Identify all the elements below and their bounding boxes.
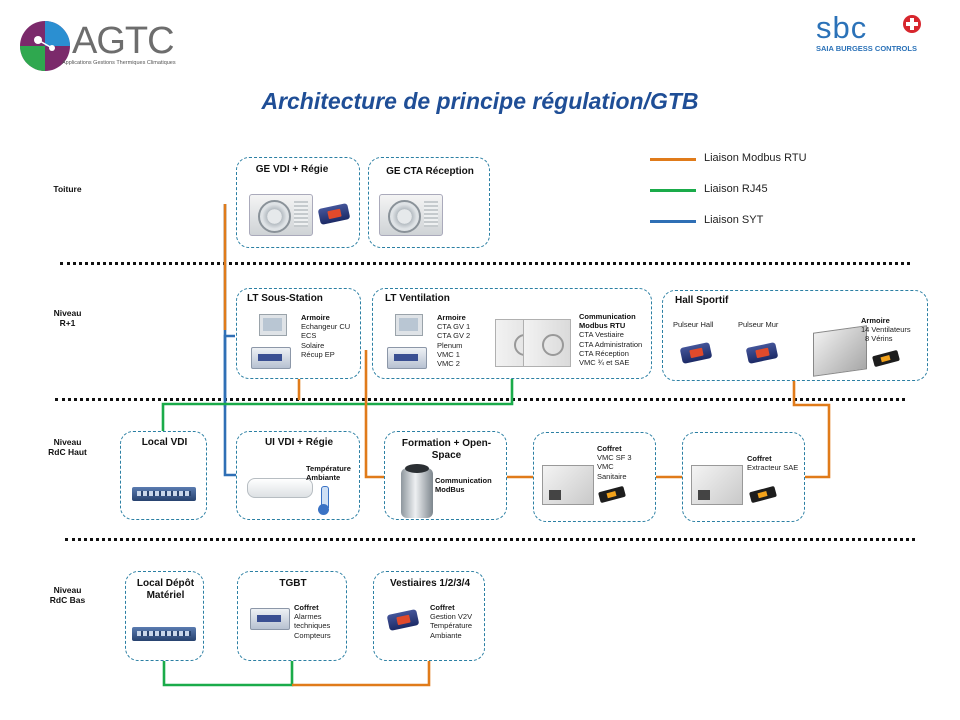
controller-icon bbox=[386, 609, 420, 631]
box-title: Vestiaires 1/2/3/4 bbox=[389, 578, 471, 589]
indoor-unit-icon bbox=[247, 478, 313, 498]
equipment-label: Coffret Alarmes techniques Compteurs bbox=[294, 603, 331, 640]
box-hall-sportif: Hall Sportif Pulseur Hall Pulseur Mur Ar… bbox=[662, 290, 928, 381]
temperature-label: Température Ambiante bbox=[306, 464, 351, 483]
page-title: Architecture de principe régulation/GTB bbox=[261, 88, 699, 114]
controller-module-icon bbox=[250, 608, 290, 630]
equipment-label: Coffret VMC SF 3 VMC Sanitaire bbox=[597, 444, 632, 481]
communication-label: Communication Modbus RTU CTA Vestiaire C… bbox=[579, 312, 643, 368]
box-title: GE VDI + Régie bbox=[255, 164, 329, 175]
legend-label-rj45: Liaison RJ45 bbox=[704, 183, 768, 195]
box-tgbt: TGBT Coffret Alarmes techniques Compteur… bbox=[237, 571, 347, 661]
actuator-icon bbox=[749, 485, 777, 504]
extractor-unit-icon bbox=[691, 465, 743, 505]
modbus-link bbox=[292, 661, 431, 687]
box-lt-ventilation: LT Ventilation Armoire CTA GV 1 CTA GV 2… bbox=[372, 288, 652, 379]
legend-label-modbus: Liaison Modbus RTU bbox=[704, 152, 807, 164]
controller-module-icon bbox=[387, 347, 427, 369]
controller-icon bbox=[679, 342, 713, 364]
agtc-logo-name: AGTC bbox=[72, 20, 175, 62]
sbc-logo: sbc SAIA BURGESS CONTROLS bbox=[810, 10, 950, 58]
actuator-icon bbox=[872, 349, 900, 368]
box-title: UI VDI + Régie bbox=[264, 437, 334, 448]
box-title: Local VDI bbox=[141, 437, 188, 448]
level-separator bbox=[55, 398, 905, 401]
box-ge-vdi: GE VDI + Régie bbox=[236, 157, 360, 248]
agtc-logo-mark-icon bbox=[20, 21, 70, 71]
equipment-label: Armoire Echangeur CU ECS Solaire Récup E… bbox=[301, 313, 351, 359]
fan-unit-icon bbox=[813, 325, 867, 377]
pulseur-mur-label: Pulseur Mur bbox=[738, 320, 779, 329]
legend-line-modbus bbox=[650, 158, 696, 161]
touch-panel-icon bbox=[395, 314, 423, 336]
sbc-logo-tagline: SAIA BURGESS CONTROLS bbox=[816, 44, 917, 53]
box-title: LT Ventilation bbox=[385, 293, 450, 304]
box-title: LT Sous-Station bbox=[247, 293, 323, 304]
communication-label: Communication ModBus bbox=[435, 476, 492, 495]
box-title: GE CTA Réception bbox=[386, 166, 474, 177]
box-formation: Formation + Open- Space Communication Mo… bbox=[384, 431, 507, 520]
pulseur-hall-label: Pulseur Hall bbox=[673, 320, 714, 329]
heat-pump-icon bbox=[401, 464, 433, 518]
equipment-label: Armoire 14 Ventilateurs 8 Vérins bbox=[861, 316, 911, 344]
box-title: Hall Sportif bbox=[675, 295, 729, 306]
vmc-unit-icon bbox=[542, 465, 594, 505]
controller-module-icon bbox=[251, 347, 291, 369]
box-coffret-vmc: Coffret VMC SF 3 VMC Sanitaire bbox=[533, 432, 656, 522]
network-switch-icon bbox=[132, 627, 196, 641]
box-vestiaires: Vestiaires 1/2/3/4 Coffret Gestion V2V T… bbox=[373, 571, 485, 661]
sbc-cross-icon bbox=[903, 15, 921, 33]
level-separator bbox=[65, 538, 915, 541]
controller-icon bbox=[317, 203, 351, 225]
air-handling-unit-icon bbox=[523, 319, 571, 367]
legend-label-syt: Liaison SYT bbox=[704, 214, 764, 226]
outdoor-unit-icon bbox=[379, 194, 443, 236]
box-coffret-extracteur: Coffret Extracteur SAE bbox=[682, 432, 805, 522]
controller-icon bbox=[745, 342, 779, 364]
box-ui-vdi: UI VDI + Régie Température Ambiante bbox=[236, 431, 360, 520]
rj45-link bbox=[161, 378, 514, 432]
box-ge-cta: GE CTA Réception bbox=[368, 157, 490, 248]
modbus-link bbox=[364, 350, 384, 479]
actuator-icon bbox=[598, 485, 626, 504]
box-lt-sous-station: LT Sous-Station Armoire Echangeur CU ECS… bbox=[236, 288, 361, 379]
box-title: Formation + Open- Space bbox=[401, 438, 492, 461]
agtc-logo: AGTC Applications Gestions Thermiques Cl… bbox=[16, 18, 196, 74]
sbc-logo-name: sbc bbox=[816, 10, 868, 45]
agtc-logo-tagline: Applications Gestions Thermiques Climati… bbox=[62, 60, 176, 66]
rj45-link bbox=[162, 661, 294, 687]
equipment-label: Coffret Gestion V2V Température Ambiante bbox=[430, 603, 473, 640]
equipment-label: Armoire CTA GV 1 CTA GV 2 Plenum VMC 1 V… bbox=[437, 313, 471, 369]
outdoor-unit-icon bbox=[249, 194, 313, 236]
box-title: TGBT bbox=[279, 578, 307, 589]
level-separator bbox=[60, 262, 910, 265]
touch-panel-icon bbox=[259, 314, 287, 336]
modbus-link bbox=[792, 380, 831, 479]
equipment-label: Coffret Extracteur SAE bbox=[747, 454, 799, 473]
legend-line-syt bbox=[650, 220, 696, 223]
legend-line-rj45 bbox=[650, 189, 696, 192]
box-title: Local Dépôt Matériel bbox=[136, 578, 195, 601]
network-switch-icon bbox=[132, 487, 196, 501]
box-local-depot: Local Dépôt Matériel bbox=[125, 571, 204, 661]
level-label-toiture: Toiture bbox=[53, 184, 82, 194]
box-local-vdi: Local VDI bbox=[120, 431, 207, 520]
thermometer-icon bbox=[318, 486, 329, 515]
legend: Liaison Modbus RTU Liaison RJ45 Liaison … bbox=[650, 150, 890, 230]
